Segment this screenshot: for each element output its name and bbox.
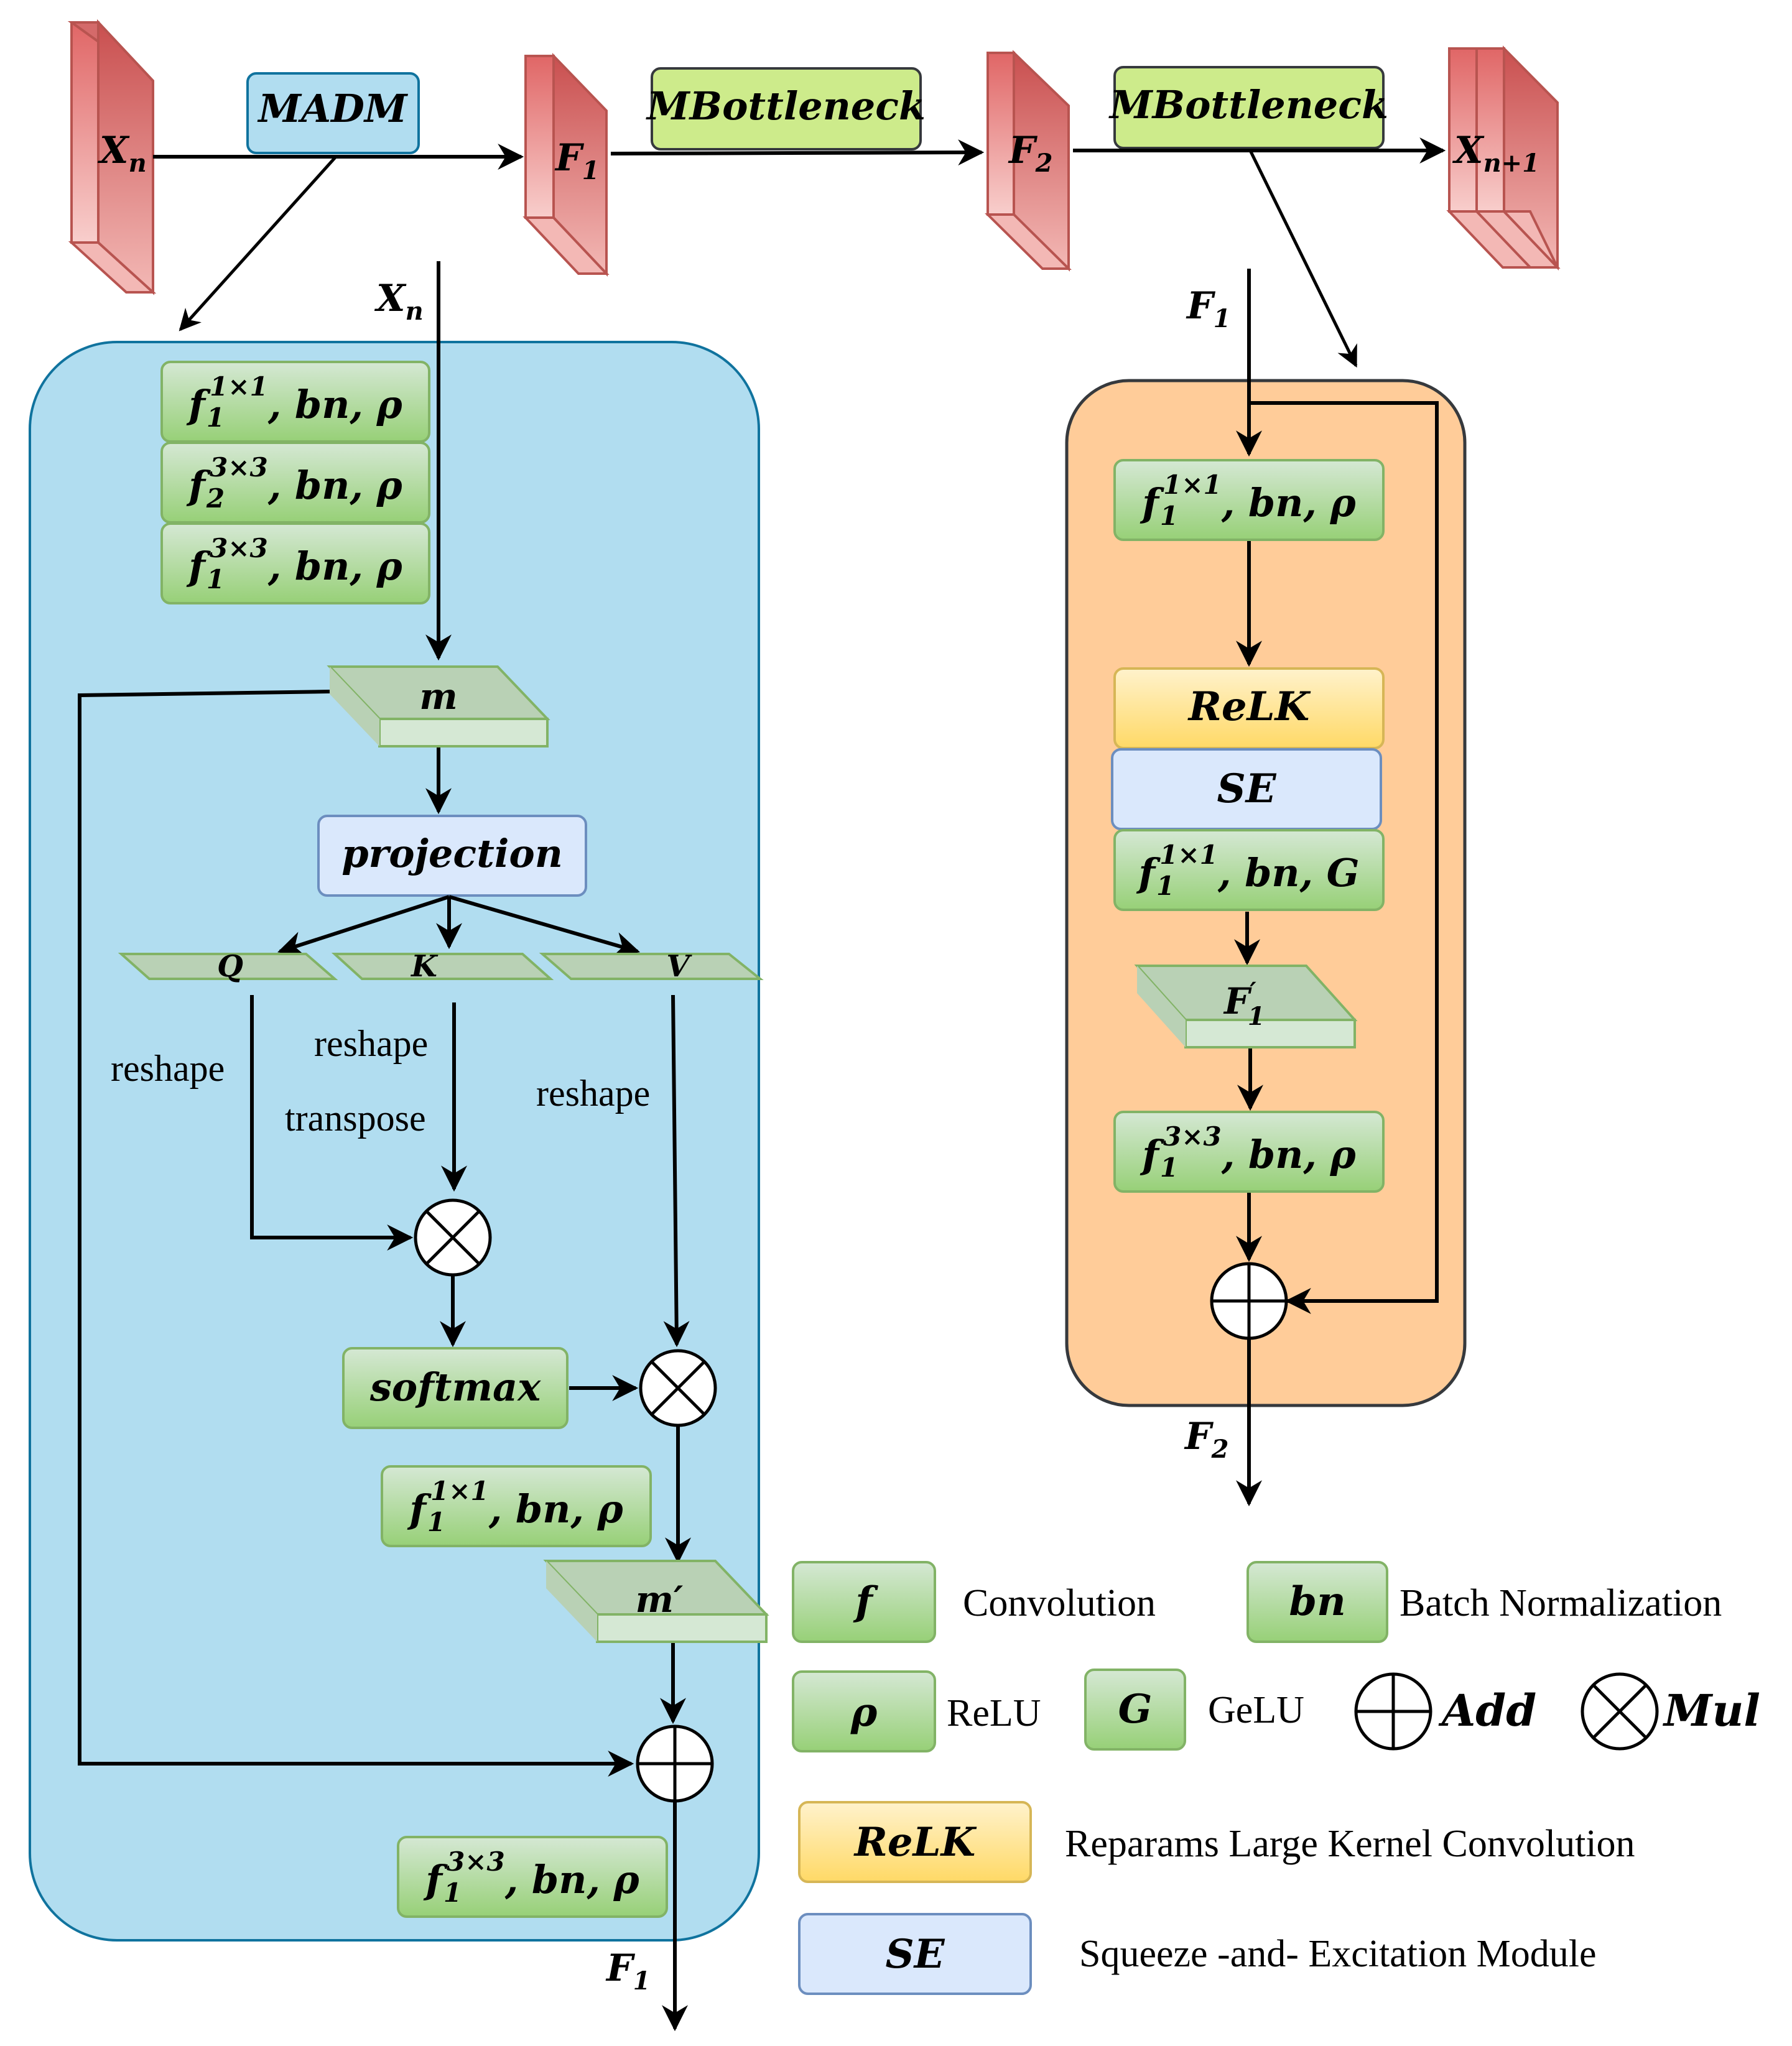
- madm-conv-label-d: f11×1, bn, ρ: [407, 1476, 623, 1537]
- legend-g-text: GeLU: [1208, 1689, 1304, 1731]
- madm-box[interactable]: [246, 72, 420, 154]
- arrow-f1-to-f2: [610, 139, 985, 166]
- legend-rho-text: ReLU: [947, 1692, 1041, 1734]
- legend-f-box: [792, 1561, 936, 1643]
- m-prime-label: m′: [636, 1578, 684, 1621]
- v-label: V: [666, 949, 692, 984]
- legend-rho-symbol: ρ: [850, 1689, 878, 1736]
- softmax-box[interactable]: [342, 1347, 569, 1429]
- bottleneck-conv-label-c: f13×3, bn, ρ: [1140, 1121, 1356, 1183]
- transpose-k-label: transpose: [285, 1098, 426, 1139]
- reshape-k-label: reshape: [314, 1023, 428, 1064]
- madm-conv-box-c[interactable]: [160, 522, 430, 604]
- reshape-q-label: reshape: [111, 1048, 225, 1089]
- feature-map-xn1: [1446, 45, 1561, 271]
- projection-label: projection: [341, 831, 563, 876]
- m-feature-slab: [327, 665, 550, 748]
- arrow-proj-to-v: [448, 895, 641, 958]
- madm-skip-connection: [78, 690, 634, 1777]
- bottleneck-residual-connection: [1249, 401, 1439, 1314]
- bottleneck-output-label: F2: [1184, 1415, 1228, 1464]
- feature-map-f1: [522, 53, 610, 277]
- legend-add-text: Add: [1438, 1685, 1536, 1736]
- bottleneck-conv-box-a[interactable]: [1113, 459, 1385, 541]
- madm-conv-label-c: f13×3, bn, ρ: [186, 533, 402, 595]
- k-slab: [331, 953, 554, 980]
- mbottleneck-label-2: MBottleneck: [1108, 82, 1388, 127]
- add-icon-madm: [636, 1724, 714, 1803]
- madm-conv-label-e: f13×3, bn, ρ: [423, 1846, 639, 1908]
- mbottleneck-box-2[interactable]: [1113, 66, 1385, 149]
- m-prime-feature-slab: [543, 1560, 769, 1643]
- arrow-madm-expand: [179, 155, 337, 331]
- legend-mul-text: Mul: [1663, 1685, 1760, 1736]
- legend-g-box: [1084, 1669, 1186, 1751]
- legend-relk-text: Reparams Large Kernel Convolution: [1065, 1823, 1635, 1865]
- legend-bn-box: [1247, 1561, 1388, 1643]
- f1-label: F1: [554, 136, 599, 185]
- legend-se-box: [798, 1913, 1032, 1995]
- madm-conv-box-d[interactable]: [381, 1465, 652, 1547]
- bottleneck-input-label: F1: [1186, 284, 1230, 333]
- madm-output-label: F1: [605, 1946, 650, 1996]
- legend-relk-box: [798, 1801, 1032, 1883]
- softmax-label: softmax: [369, 1364, 541, 1410]
- bottleneck-conv-box-c[interactable]: [1113, 1111, 1385, 1193]
- multiply-icon-1: [414, 1198, 492, 1277]
- m-label: m: [419, 675, 457, 718]
- legend-se-symbol: SE: [886, 1931, 945, 1978]
- legend-add-icon: [1354, 1672, 1432, 1751]
- add-icon-bottleneck: [1210, 1262, 1288, 1340]
- arrow-bottleneck-expand: [1248, 149, 1358, 368]
- q-slab: [118, 953, 338, 980]
- legend-rho-box: [792, 1670, 936, 1752]
- legend-multiply-icon: [1581, 1672, 1659, 1751]
- legend-f-text: Convolution: [963, 1582, 1156, 1624]
- arrow-q-to-mul: [250, 995, 414, 1251]
- feature-map-f2: [985, 50, 1072, 272]
- f2-label: F2: [1008, 129, 1052, 178]
- bottleneck-conv-label-a: f11×1, bn, ρ: [1140, 470, 1356, 531]
- feature-map-xn: [67, 19, 157, 295]
- bottleneck-conv-label-b: f11×1, bn, G: [1136, 840, 1359, 901]
- mbottleneck-label-1: MBottleneck: [646, 83, 926, 129]
- arrow-v-to-mul: [663, 994, 690, 1348]
- multiply-icon-2: [639, 1349, 717, 1427]
- bottleneck-conv-box-b[interactable]: [1113, 829, 1385, 911]
- madm-conv-box-e[interactable]: [397, 1836, 668, 1918]
- xn-label: Xn: [97, 129, 147, 178]
- projection-box[interactable]: [317, 815, 587, 897]
- madm-conv-label-a: f11×1, bn, ρ: [186, 371, 402, 433]
- q-label: Q: [217, 949, 243, 984]
- mbottleneck-box-1[interactable]: [651, 67, 922, 150]
- madm-conv-label-b: f23×3, bn, ρ: [186, 452, 402, 514]
- legend-g-symbol: G: [1118, 1686, 1153, 1733]
- relk-label: ReLK: [1187, 683, 1311, 730]
- v-slab: [539, 953, 764, 980]
- reshape-v-label: reshape: [536, 1073, 650, 1114]
- madm-input-label: Xn: [374, 277, 424, 326]
- se-label: SE: [1217, 766, 1277, 812]
- xn1-label: Xn+1: [1452, 129, 1539, 178]
- legend-relk-symbol: ReLK: [853, 1819, 977, 1866]
- legend-bn-text: Batch Normalization: [1400, 1582, 1722, 1624]
- arrow-proj-to-q: [277, 895, 450, 957]
- madm-label: MADM: [257, 86, 409, 131]
- legend-se-text: Squeeze -and- Excitation Module: [1079, 1933, 1597, 1975]
- legend-bn-symbol: bn: [1289, 1578, 1345, 1625]
- k-label: K: [410, 949, 439, 984]
- f1-prime-label: F′1: [1223, 977, 1265, 1031]
- f1-prime-feature-slab: [1134, 965, 1358, 1048]
